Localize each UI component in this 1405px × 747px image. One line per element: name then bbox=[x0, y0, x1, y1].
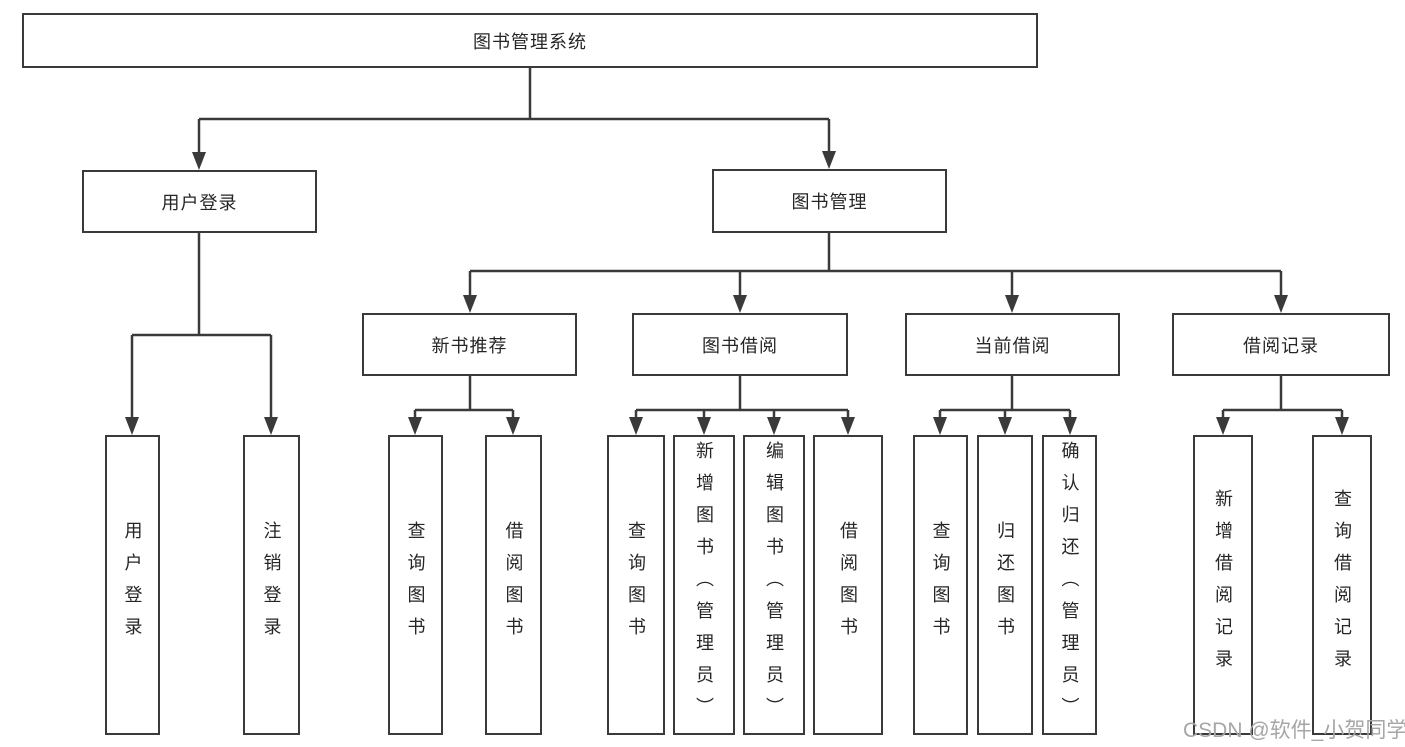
node-new-book-recommend: 新书推荐 bbox=[362, 313, 577, 376]
node-book-borrowing: 图书借阅 bbox=[632, 313, 848, 376]
leaf-borrowing-add-books-admin: 新增图书（管理员） bbox=[673, 435, 735, 735]
node-user-login: 用户登录 bbox=[82, 170, 317, 233]
node-borrowing-records: 借阅记录 bbox=[1172, 313, 1390, 376]
node-label: 图书管理系统 bbox=[473, 31, 587, 52]
node-label: 当前借阅 bbox=[974, 335, 1051, 356]
node-label: 新书推荐 bbox=[431, 335, 508, 356]
node-label: 借阅记录 bbox=[1243, 335, 1319, 356]
leaf-user-login: 用户登录 bbox=[105, 435, 160, 735]
leaf-logout: 注销登录 bbox=[243, 435, 300, 735]
node-book-management: 图书管理 bbox=[712, 169, 947, 233]
leaf-current-confirm-return-admin: 确认归还（管理员） bbox=[1042, 435, 1097, 735]
node-current-borrowing: 当前借阅 bbox=[905, 313, 1120, 376]
node-label: 用户登录 bbox=[161, 192, 238, 213]
node-label: 查询借阅记录 bbox=[1332, 489, 1352, 681]
leaf-records-query-borrow-record: 查询借阅记录 bbox=[1312, 435, 1372, 735]
leaf-records-add-borrow-record: 新增借阅记录 bbox=[1193, 435, 1253, 735]
leaf-current-query-books: 查询图书 bbox=[913, 435, 968, 735]
node-label: 图书借阅 bbox=[702, 335, 778, 356]
node-label: 用户登录 bbox=[122, 521, 143, 649]
node-label: 新增图书（管理员） bbox=[694, 441, 714, 729]
node-label: 查询图书 bbox=[405, 521, 426, 649]
node-label: 借阅图书 bbox=[838, 521, 858, 649]
leaf-borrowing-borrow-books: 借阅图书 bbox=[813, 435, 883, 735]
node-label: 新增借阅记录 bbox=[1213, 489, 1233, 681]
leaf-borrowing-edit-books-admin: 编辑图书（管理员） bbox=[743, 435, 805, 735]
node-label: 借阅图书 bbox=[503, 521, 524, 649]
node-label: 图书管理 bbox=[791, 192, 868, 212]
leaf-borrowing-query-books: 查询图书 bbox=[607, 435, 665, 735]
node-label: 确认归还（管理员） bbox=[1059, 441, 1080, 729]
node-label: 归还图书 bbox=[995, 521, 1015, 649]
leaf-recommend-borrow-books: 借阅图书 bbox=[485, 435, 542, 735]
node-label: 编辑图书（管理员） bbox=[764, 441, 784, 729]
node-label: 查询图书 bbox=[626, 521, 646, 649]
node-label: 查询图书 bbox=[930, 521, 951, 649]
leaf-current-return-books: 归还图书 bbox=[977, 435, 1033, 735]
leaf-recommend-query-books: 查询图书 bbox=[388, 435, 443, 735]
node-label: 注销登录 bbox=[261, 521, 282, 649]
csdn-watermark: CSDN @软件_小贺同学 bbox=[1183, 719, 1405, 742]
node-root-library-system: 图书管理系统 bbox=[22, 13, 1038, 68]
